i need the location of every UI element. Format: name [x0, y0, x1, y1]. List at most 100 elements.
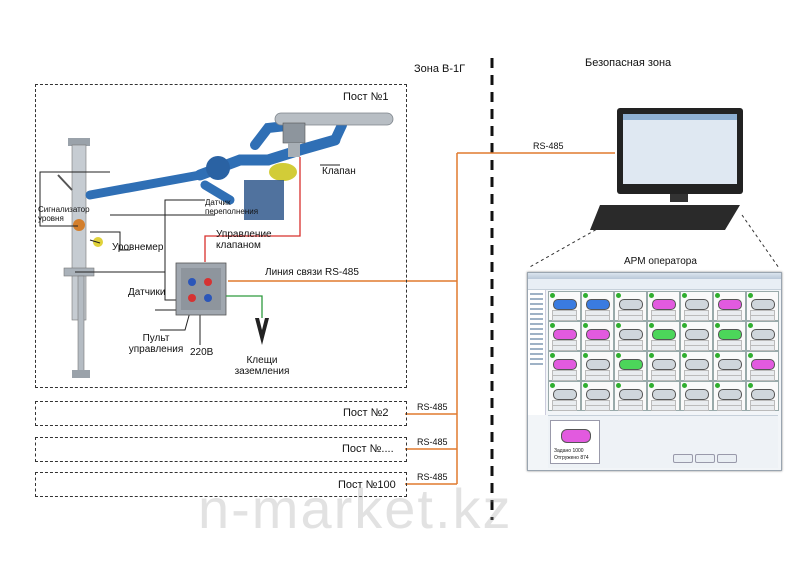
tank-tile[interactable]: [581, 351, 614, 381]
tank-status-indicator: [583, 323, 588, 328]
tank-tile[interactable]: [713, 381, 746, 411]
tank-shape: [553, 359, 577, 370]
stand: [57, 138, 103, 378]
arm-joints: [206, 156, 297, 220]
operator-station-label: АРМ оператора: [624, 256, 697, 267]
screen-button-3[interactable]: [717, 454, 737, 463]
tank-tile[interactable]: [548, 291, 581, 321]
tank-tile[interactable]: [614, 321, 647, 351]
tank-done-field: [651, 375, 676, 381]
tank-status-indicator: [616, 353, 621, 358]
post100-box: [35, 472, 407, 497]
tank-grid: [548, 291, 779, 413]
tank-tile[interactable]: [713, 321, 746, 351]
screen-button-1[interactable]: [673, 454, 693, 463]
tank-done-field: [585, 405, 610, 411]
tank-shape: [751, 389, 775, 400]
tank-shape: [586, 329, 610, 340]
ground-clamp: [255, 318, 269, 345]
tank-tile[interactable]: [680, 321, 713, 351]
tank-shape: [586, 389, 610, 400]
tank-status-indicator: [550, 383, 555, 388]
tank-done-field: [750, 345, 775, 351]
tank-shape: [619, 359, 643, 370]
tank-shape: [685, 329, 709, 340]
tank-tile[interactable]: [581, 321, 614, 351]
tank-done-field: [651, 405, 676, 411]
tank-shape: [652, 329, 676, 340]
tank-tile[interactable]: [548, 321, 581, 351]
valve-shape: [282, 122, 306, 157]
post3-title: Пост №....: [342, 443, 394, 455]
tank-status-indicator: [649, 293, 654, 298]
selected-tank[interactable]: Задано 1000 Отгружено 874: [550, 420, 600, 464]
tank-done-field: [750, 315, 775, 321]
tank-done-field: [684, 315, 709, 321]
tank-status-indicator: [715, 383, 720, 388]
tank-tile[interactable]: [647, 321, 680, 351]
tank-done-field: [717, 315, 742, 321]
tank-shape: [586, 299, 610, 310]
tank-tile[interactable]: [581, 381, 614, 411]
screen-button-2[interactable]: [695, 454, 715, 463]
selected-tank-shape: [561, 429, 591, 443]
overhead-pipe: [274, 112, 394, 126]
tank-tile[interactable]: [746, 321, 779, 351]
tank-shape: [751, 299, 775, 310]
tank-done-field: [684, 405, 709, 411]
tank-shape: [685, 359, 709, 370]
tank-tile[interactable]: [746, 291, 779, 321]
rs485-computer-label: RS-485: [533, 141, 564, 151]
tank-status-indicator: [649, 353, 654, 358]
tank-tile[interactable]: [680, 351, 713, 381]
tank-tile[interactable]: [680, 381, 713, 411]
tank-tile[interactable]: [680, 291, 713, 321]
tank-tile[interactable]: [614, 381, 647, 411]
tank-shape: [652, 389, 676, 400]
screen-detail-panel: Задано 1000 Отгружено 874: [548, 415, 778, 468]
tank-done-field: [585, 375, 610, 381]
tank-shape: [652, 299, 676, 310]
tank-done-field: [552, 345, 577, 351]
operator-screen: Задано 1000 Отгружено 874: [527, 272, 782, 471]
tank-shape: [685, 389, 709, 400]
tank-done-field: [651, 345, 676, 351]
tank-done-field: [585, 315, 610, 321]
tank-status-indicator: [550, 353, 555, 358]
tank-shape: [553, 299, 577, 310]
tank-done-field: [651, 315, 676, 321]
watermark: n-market.kz: [198, 477, 513, 540]
tank-done-field: [684, 375, 709, 381]
sensors-label: Датчики: [128, 287, 166, 298]
tank-tile[interactable]: [746, 381, 779, 411]
tank-tile[interactable]: [548, 351, 581, 381]
tank-status-indicator: [748, 353, 753, 358]
tank-tile[interactable]: [614, 291, 647, 321]
tank-tile[interactable]: [713, 291, 746, 321]
tank-tile[interactable]: [746, 351, 779, 381]
screen-titlebar: [528, 273, 781, 279]
tank-done-field: [717, 345, 742, 351]
tank-tile[interactable]: [713, 351, 746, 381]
tank-shape: [685, 299, 709, 310]
tank-tile[interactable]: [647, 291, 680, 321]
tank-done-field: [552, 315, 577, 321]
tank-done-field: [618, 405, 643, 411]
rs485-post2-label: RS-485: [417, 402, 448, 412]
tank-tile[interactable]: [647, 351, 680, 381]
tank-tile[interactable]: [614, 351, 647, 381]
tank-shape: [553, 329, 577, 340]
voltage-label: 220В: [190, 347, 214, 358]
tank-tile[interactable]: [548, 381, 581, 411]
ground-line: [226, 295, 263, 318]
tank-status-indicator: [649, 323, 654, 328]
post2-box: [35, 401, 407, 426]
tank-done-field: [552, 375, 577, 381]
tank-status-indicator: [682, 293, 687, 298]
control-box: [175, 262, 227, 316]
tank-status-indicator: [616, 323, 621, 328]
tank-tile[interactable]: [647, 381, 680, 411]
tank-shape: [718, 359, 742, 370]
tank-done-field: [618, 375, 643, 381]
tank-tile[interactable]: [581, 291, 614, 321]
